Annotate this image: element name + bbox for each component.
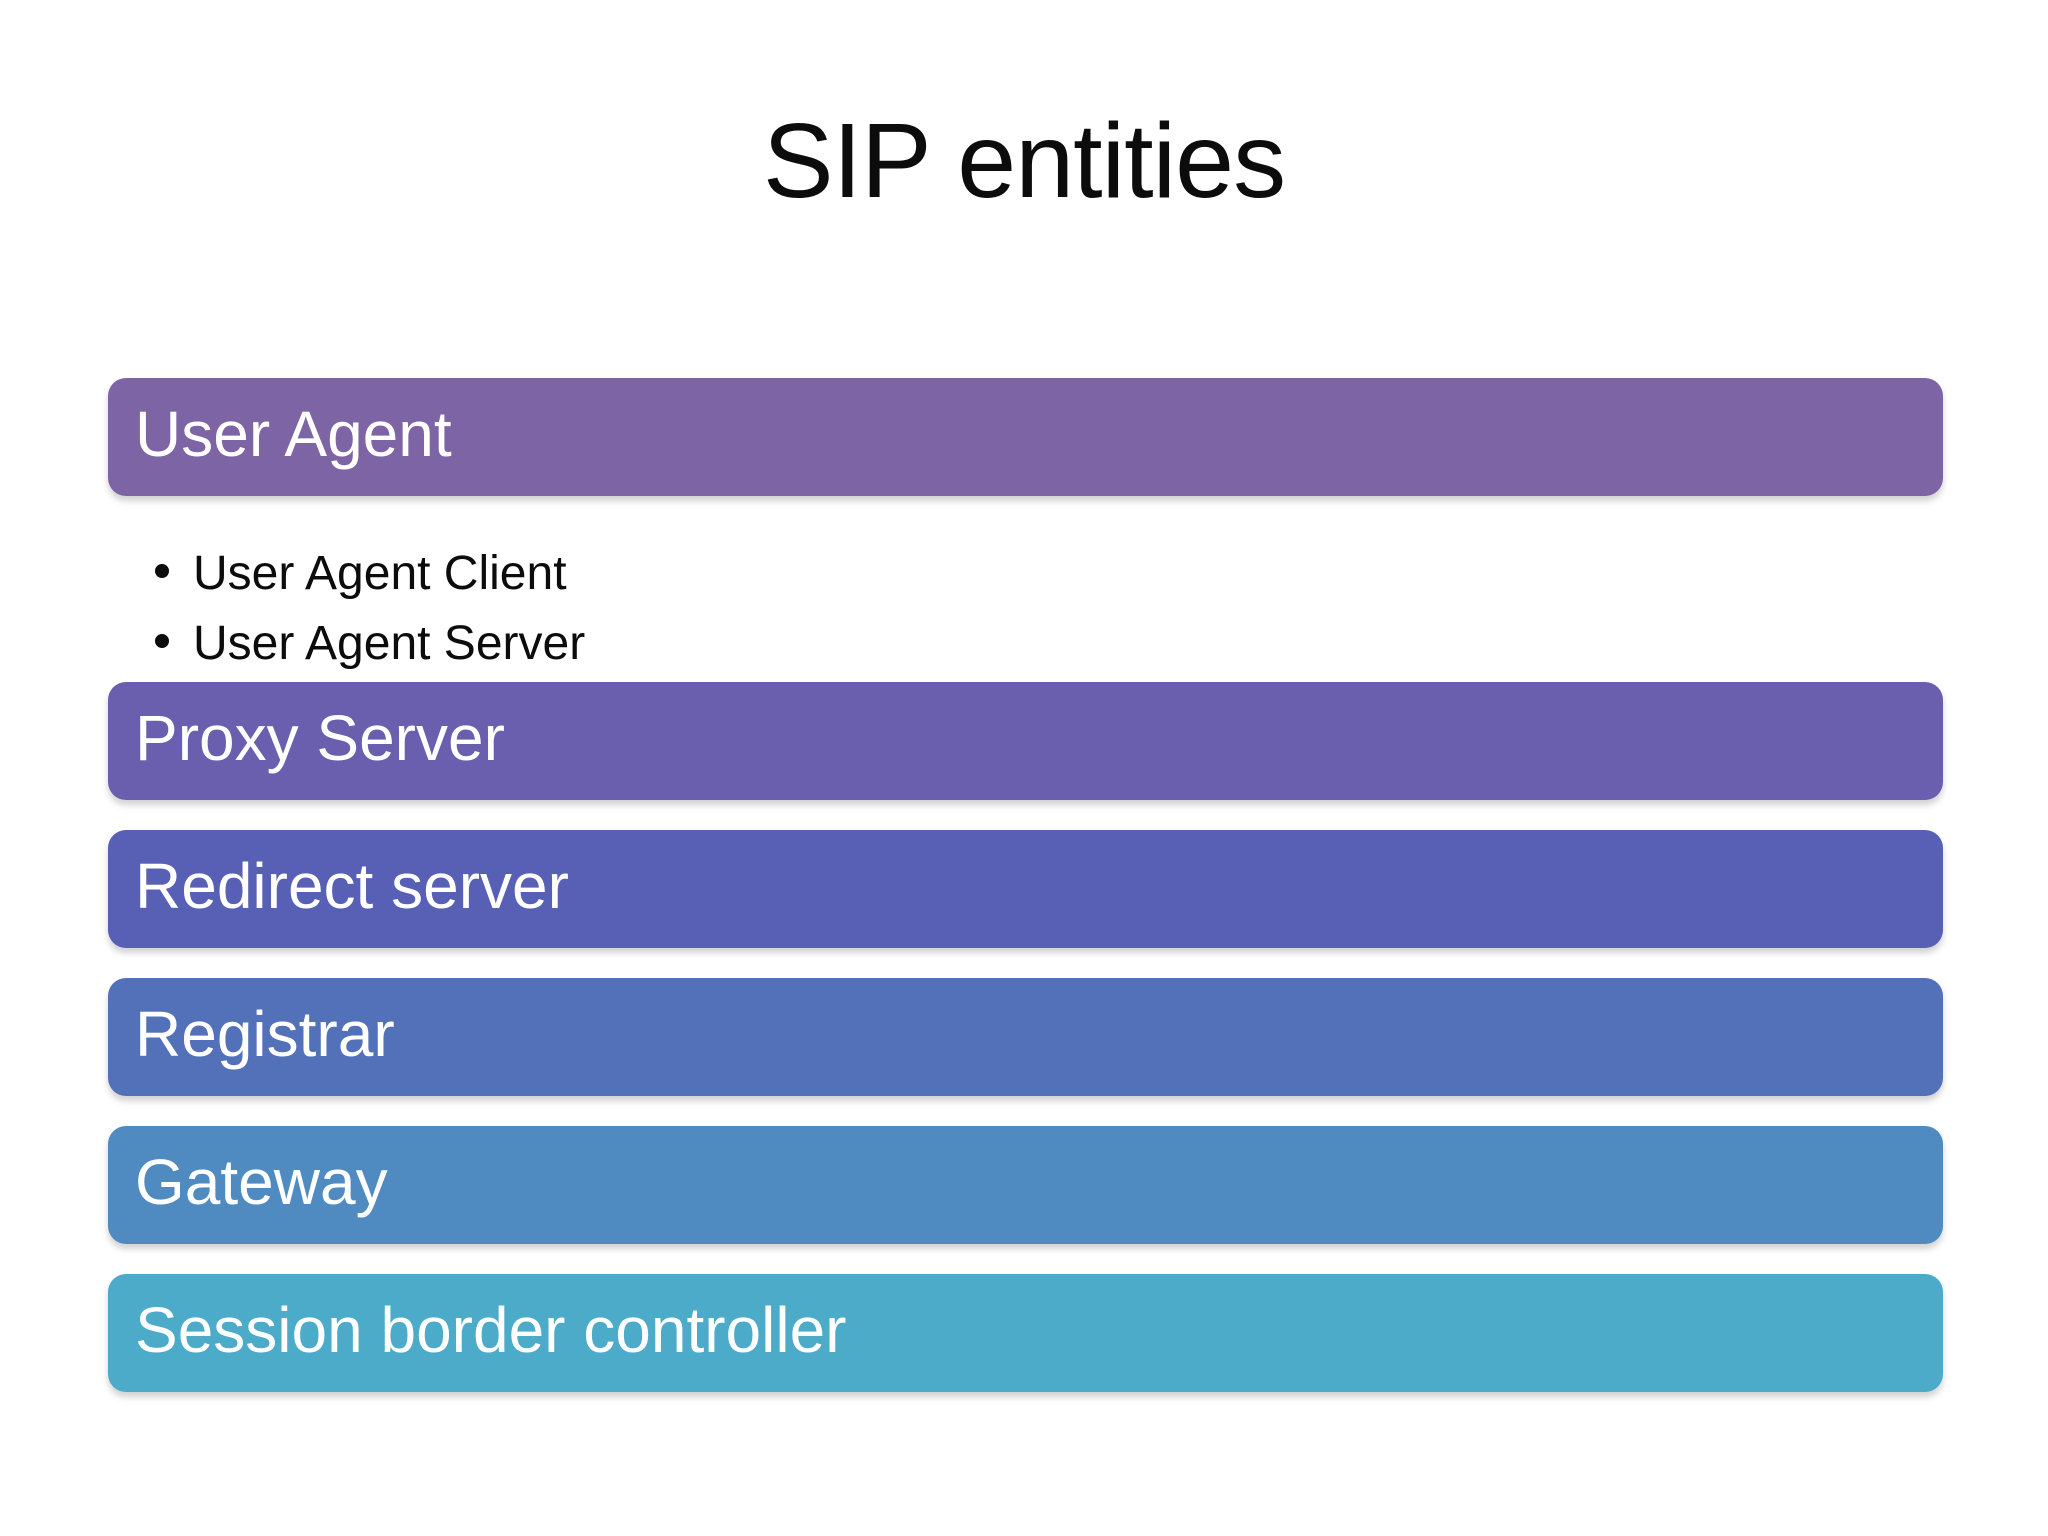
- bullet-label: User Agent Server: [193, 616, 586, 670]
- entity-bar-session-border-controller: Session border controller: [108, 1274, 1943, 1392]
- entity-bar-user-agent: User Agent: [108, 378, 1943, 496]
- entity-bar-proxy-server: Proxy Server: [108, 682, 1943, 800]
- entity-bar-label: Session border controller: [135, 1294, 847, 1366]
- entity-bar-registrar: Registrar: [108, 978, 1943, 1096]
- entity-bar-label: User Agent: [135, 398, 452, 470]
- entity-bar-label: Registrar: [135, 998, 395, 1070]
- list-item: User Agent Client: [135, 538, 1943, 608]
- user-agent-sub-bullets: User Agent Client User Agent Server: [135, 526, 1943, 678]
- bullet-icon: [155, 634, 169, 648]
- entity-list: User Agent User Agent Client User Agent …: [108, 378, 1943, 1422]
- page-title: SIP entities: [762, 102, 1286, 220]
- entity-bar-label: Gateway: [135, 1146, 388, 1218]
- bullet-label: User Agent Client: [193, 546, 567, 600]
- entity-bar-label: Redirect server: [135, 850, 569, 922]
- list-item: User Agent Server: [135, 608, 1943, 678]
- bullet-icon: [155, 564, 169, 578]
- entity-bar-gateway: Gateway: [108, 1126, 1943, 1244]
- entity-bar-redirect-server: Redirect server: [108, 830, 1943, 948]
- entity-bar-label: Proxy Server: [135, 702, 505, 774]
